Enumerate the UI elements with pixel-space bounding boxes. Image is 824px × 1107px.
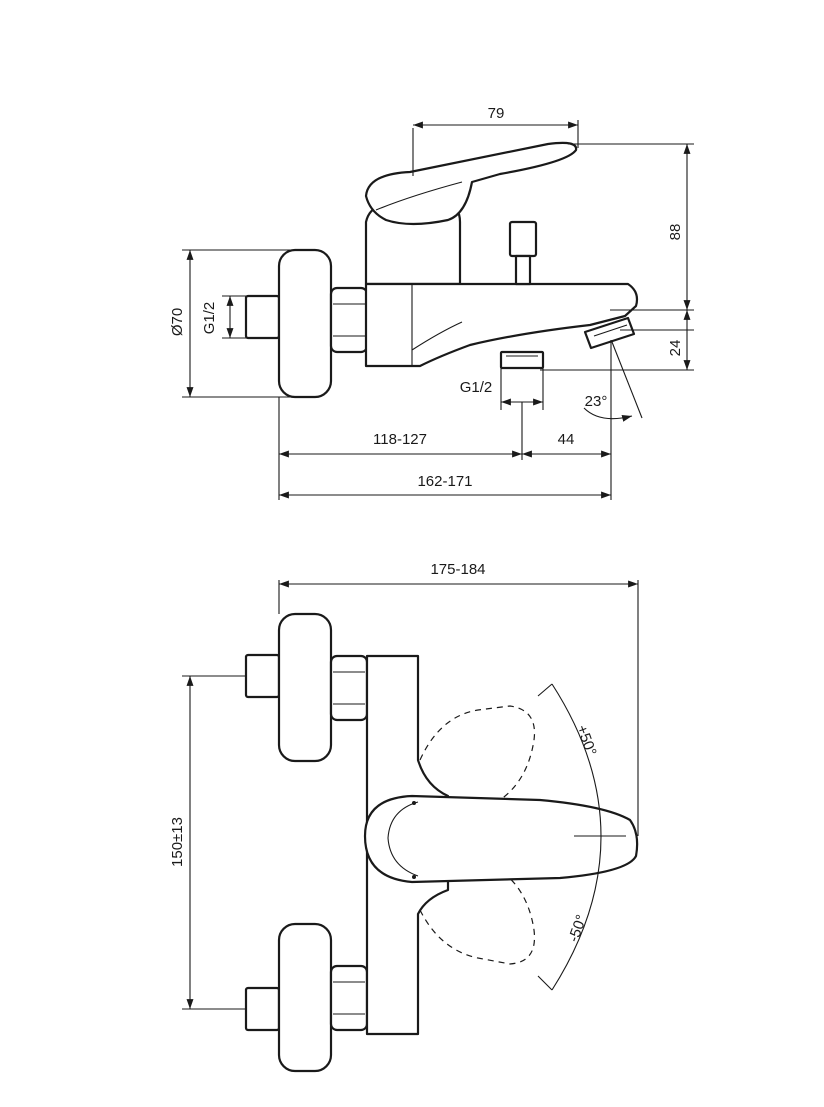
dim-lever-length: 79 [488,105,505,122]
dim-rosette-diameter: Ø70 [169,308,186,336]
lever [364,141,578,226]
dim-total-width: 175-184 [430,561,485,578]
dim-reach-spout: 44 [558,431,575,448]
dim-inlet-spacing: 150±13 [169,817,186,867]
dim-spout-height: 24 [667,340,684,357]
dim-outlet-thread: G1/2 [460,379,493,396]
upper-rosette [277,612,333,763]
upper-hex-nut [329,654,369,722]
lever-top-view [363,794,639,884]
lower-inlet-pipe [244,986,281,1032]
dim-inlet-thread: G1/2 [201,302,218,335]
lever-ghost-up [419,705,536,801]
dim-height-top: 88 [667,224,684,241]
lower-rosette [277,922,333,1073]
rosette [277,248,333,399]
dim-reach-inlet: 118-127 [373,431,427,448]
upper-inlet-pipe [244,653,281,699]
hex-nut [329,286,369,354]
dim-rotation-down: -50° [565,913,590,945]
aerator [583,316,636,350]
top-view: +50° -50° 175-184 150±13 [169,561,639,1073]
bottom-outlet [499,350,545,370]
lever-ghost-down [419,869,536,965]
side-view: 79 88 24 Ø70 G1/2 G1/2 23° 118-127 44 16… [169,105,694,500]
diverter-knob [508,220,538,258]
dim-rotation-up: +50° [573,723,600,758]
diverter-stem [514,254,532,286]
dim-spout-angle: 23° [585,393,608,410]
dim-total-reach: 162-171 [417,473,472,490]
inlet-pipe [244,294,281,340]
mixer-body [364,282,639,368]
lower-hex-nut [329,964,369,1032]
